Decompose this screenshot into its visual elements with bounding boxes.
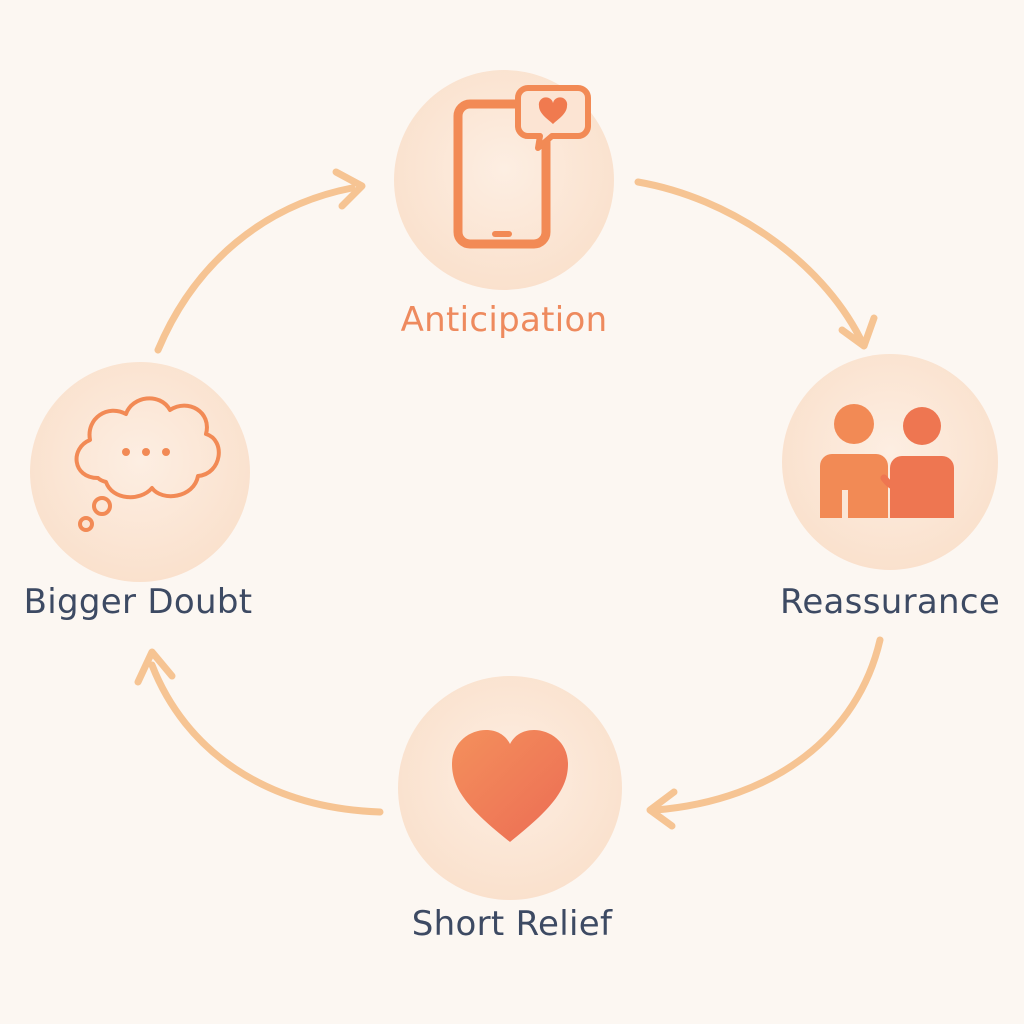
- node-label-reassurance: Reassurance: [780, 582, 1000, 622]
- two-people-icon: [820, 404, 954, 520]
- node-label-short-relief: Short Relief: [412, 904, 613, 944]
- arrow-bigger-doubt-to-anticipation: [154, 168, 366, 354]
- node-reassurance: Reassurance: [780, 354, 1000, 622]
- node-circle: [30, 362, 250, 582]
- node-short-relief: Short Relief: [398, 676, 622, 944]
- cycle-arrows: [134, 168, 884, 830]
- node-label-anticipation: Anticipation: [401, 300, 608, 340]
- ellipsis-dots: [122, 448, 170, 456]
- node-circle: [782, 354, 998, 570]
- heart-icon: [452, 730, 568, 842]
- arrow-reassurance-to-short-relief: [646, 636, 884, 830]
- node-bigger-doubt: Bigger Doubt: [24, 362, 253, 622]
- arrow-anticipation-to-reassurance: [634, 178, 878, 350]
- node-label-bigger-doubt: Bigger Doubt: [24, 582, 253, 622]
- phone-heart-message-icon: [453, 85, 591, 249]
- arrow-short-relief-to-bigger-doubt: [134, 648, 384, 816]
- node-anticipation: Anticipation: [394, 70, 614, 340]
- thought-bubble-icon: [74, 396, 221, 532]
